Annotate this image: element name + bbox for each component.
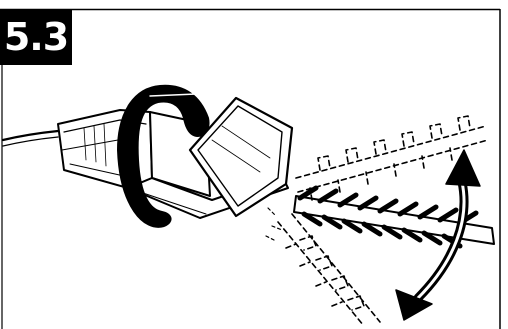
- ghost-blade-upper: [295, 115, 489, 201]
- ghost-blade-lower: [277, 213, 381, 327]
- step-number-badge: 5.3: [0, 9, 72, 65]
- main-blade: [293, 185, 495, 249]
- safety-shield: [188, 96, 294, 218]
- d-handle: [117, 84, 210, 228]
- power-cord: [1, 129, 60, 142]
- swing-arrow-icon: [395, 149, 481, 321]
